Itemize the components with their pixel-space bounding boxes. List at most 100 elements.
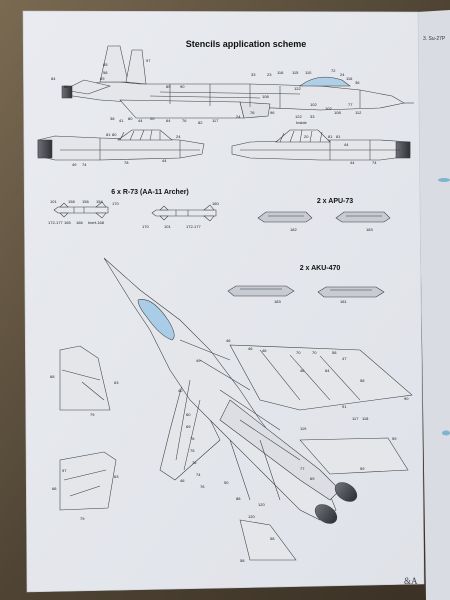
planform-callouts: 46 46 46 70 70 58 47 46 64 58 49 40 60 6… bbox=[178, 338, 409, 563]
callout: 64 bbox=[166, 118, 171, 123]
engine-view-left bbox=[37, 129, 205, 161]
callout: 120 bbox=[248, 514, 255, 519]
callout: 116 bbox=[277, 70, 284, 75]
callout: 183 bbox=[366, 227, 373, 232]
callout: 90 bbox=[180, 84, 185, 89]
side-sheet: 3. Su-27P bbox=[417, 10, 450, 600]
r73-missile-2 bbox=[151, 204, 217, 222]
callout: 117 bbox=[212, 118, 219, 123]
callout: 158 bbox=[68, 199, 75, 204]
callout: 170 bbox=[112, 201, 119, 206]
callout: 108 bbox=[334, 110, 341, 115]
callout: 90 bbox=[404, 396, 409, 401]
callout: 82 bbox=[198, 120, 203, 125]
aircraft-side-view bbox=[61, 45, 414, 119]
callout: 165 bbox=[64, 220, 71, 225]
callout: 23 bbox=[267, 72, 272, 77]
callout: 91 bbox=[342, 404, 347, 409]
callout: 59 bbox=[360, 466, 365, 471]
callout: 47 bbox=[342, 356, 347, 361]
callout: 120 bbox=[258, 502, 265, 507]
callout: 75 bbox=[190, 448, 195, 453]
callout: 72 bbox=[331, 68, 336, 73]
apu73-callouts: 182 183 bbox=[290, 227, 373, 232]
callout: 84 bbox=[51, 76, 56, 81]
callout: 58 bbox=[240, 558, 245, 563]
callout: 49 bbox=[72, 162, 77, 167]
callout: 172-177 bbox=[48, 220, 63, 225]
callout: 160 bbox=[212, 201, 219, 206]
callout: 46 bbox=[300, 368, 305, 373]
callout: 172-177 bbox=[186, 224, 201, 229]
callout: 166 bbox=[76, 220, 83, 225]
callout: 182 bbox=[290, 227, 297, 232]
callout: 44 bbox=[138, 118, 143, 123]
aku470-launcher-2 bbox=[317, 286, 385, 298]
callout: 79 bbox=[90, 412, 95, 417]
callout: 181 bbox=[340, 299, 347, 304]
callout: 74 bbox=[372, 160, 377, 165]
section-pylons: 2 x APU-73 bbox=[317, 198, 353, 205]
callout: 89 bbox=[100, 76, 105, 81]
callout: 70 bbox=[312, 350, 317, 355]
callout: 110 bbox=[305, 70, 312, 75]
callout: 74 bbox=[196, 472, 201, 477]
callout: 38 bbox=[110, 116, 115, 121]
corner-logo: &A bbox=[404, 576, 418, 586]
engine-view-right bbox=[231, 129, 411, 161]
callout: 85 bbox=[103, 62, 108, 67]
callout: 76 bbox=[190, 436, 195, 441]
callout: 46 bbox=[226, 338, 231, 343]
callout: 88 bbox=[236, 496, 241, 501]
aku470-launcher-1 bbox=[227, 285, 295, 297]
planform-canopy bbox=[137, 299, 175, 341]
section-missiles: 6 x R-73 (AA-11 Archer) bbox=[111, 189, 189, 196]
callout: 112 bbox=[355, 110, 362, 115]
callout: 117 bbox=[352, 416, 359, 421]
callout: 74 bbox=[82, 162, 87, 167]
callout: 79 bbox=[80, 516, 85, 521]
callout: 102 bbox=[325, 106, 332, 111]
section-launchers: 2 x AKU-470 bbox=[300, 265, 341, 272]
callout: 60 bbox=[186, 412, 191, 417]
callout: 81 bbox=[328, 134, 333, 139]
callout: 63 bbox=[114, 380, 119, 385]
callout: 80 bbox=[128, 116, 133, 121]
callout: 59 bbox=[392, 436, 397, 441]
fin-upper-callouts: 68 63 79 bbox=[50, 374, 119, 417]
callout: 122 bbox=[294, 86, 301, 91]
callout: 33 bbox=[310, 114, 315, 119]
callout: 24 bbox=[236, 114, 241, 119]
callout: 97 bbox=[146, 58, 151, 63]
callout: 108 bbox=[262, 94, 269, 99]
aircraft-planform bbox=[103, 257, 413, 561]
callout: 81 bbox=[336, 134, 341, 139]
fin-lower bbox=[59, 451, 117, 511]
callout: 78 bbox=[124, 160, 129, 165]
callout: 40 bbox=[178, 388, 183, 393]
callout: Inert-168 bbox=[88, 220, 105, 225]
aku470-callouts: 183 181 bbox=[274, 299, 347, 304]
side-canopy bbox=[299, 76, 351, 87]
callout: 156 bbox=[82, 199, 89, 204]
callout: 119 bbox=[300, 426, 307, 431]
callout: 63 bbox=[114, 474, 119, 479]
fin-upper bbox=[59, 345, 111, 411]
callout: 58 bbox=[103, 70, 108, 75]
callout: 69 bbox=[310, 476, 315, 481]
callout: 58 bbox=[332, 350, 337, 355]
callout: 118 bbox=[362, 416, 369, 421]
callout: 70 bbox=[296, 350, 301, 355]
callout: 77 bbox=[300, 466, 305, 471]
callout: 77 bbox=[348, 102, 353, 107]
callout: 82 bbox=[64, 84, 69, 89]
side-sheet-text: 3. Su-27P bbox=[423, 36, 446, 42]
callout: 76 bbox=[182, 118, 187, 123]
r73-callouts: 101 158 156 154 170 172-177 165 166 Iner… bbox=[48, 199, 219, 229]
callout: 46 bbox=[262, 348, 267, 353]
callout: 76 bbox=[200, 484, 205, 489]
callout: 69 bbox=[186, 424, 191, 429]
apu73-pylon-1 bbox=[257, 211, 313, 223]
callout: 68 bbox=[52, 486, 57, 491]
